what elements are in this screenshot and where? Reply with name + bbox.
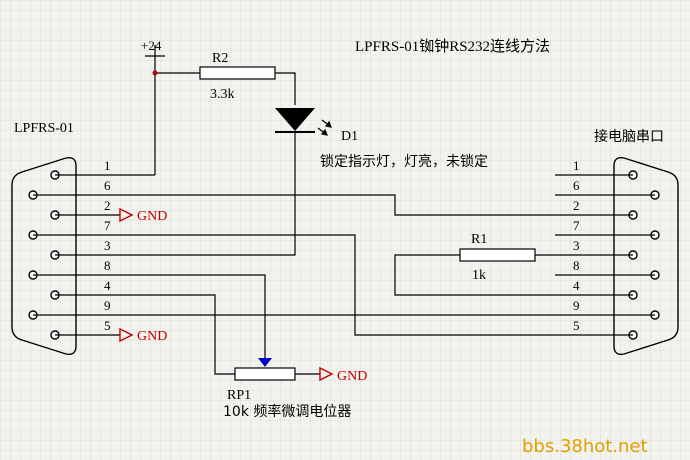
ground-symbol-pin2: GND: [119, 207, 167, 224]
right-pin-number: 9: [573, 298, 580, 313]
left-pin-number: 5: [104, 318, 111, 333]
rp1-desc: 10k 频率微调电位器: [223, 403, 351, 420]
left-pin-number: 6: [104, 178, 111, 193]
ground-symbol-rp1: GND: [319, 366, 367, 384]
d1-led: D1 锁定指示灯，灯亮，未锁定: [275, 108, 488, 170]
watermark: bbs.38hot.net: [522, 436, 648, 457]
ground-arrow-icon: [119, 327, 134, 343]
right-pin-numbers: 1 6 2 7 3 8 4 9 5: [573, 158, 580, 333]
ground-symbol-pin5: GND: [119, 327, 167, 344]
d1-note: 锁定指示灯，灯亮，未锁定: [320, 153, 488, 170]
left-connector-label: LPFRS-01: [14, 121, 74, 136]
r2-resistor: R2 3.3k: [199, 51, 276, 102]
right-pin-number: 2: [573, 198, 580, 213]
left-pin-number: 9: [104, 298, 111, 313]
left-connector-pins: [28, 170, 60, 340]
r1-name: R1: [471, 232, 487, 247]
ground-arrow-icon: [119, 207, 134, 223]
left-pin-number: 1: [104, 158, 111, 173]
left-pin-number: 4: [104, 278, 111, 293]
diagram-title: LPFRS-01铷钟RS232连线方法: [355, 38, 550, 55]
rp1-name: RP1: [227, 388, 251, 403]
left-pin-number: 7: [104, 218, 111, 233]
gnd-label: GND: [137, 209, 167, 224]
left-pin-number: 3: [104, 238, 111, 253]
pin-leads: [33, 174, 655, 336]
right-pin-number: 5: [573, 318, 580, 333]
left-db9-connector: [11, 156, 77, 356]
signal-wires: [154, 45, 555, 375]
r1-resistor: R1 1k: [459, 232, 536, 283]
left-pin-numbers: 1 6 2 7 3 8 4 9 5: [104, 158, 111, 333]
ground-arrow-icon: [319, 366, 334, 382]
left-pin-number: 8: [104, 258, 111, 273]
right-pin-number: 7: [573, 218, 580, 233]
r1-value: 1k: [472, 268, 486, 283]
right-pin-number: 6: [573, 178, 580, 193]
power-label: +24: [141, 38, 162, 53]
wiper-arrow-icon: [258, 358, 272, 367]
r2-name: R2: [212, 51, 228, 66]
right-pin-number: 1: [573, 158, 580, 173]
right-connector-label: 接电脑串口: [594, 128, 664, 145]
gnd-label: GND: [137, 329, 167, 344]
right-pin-number: 4: [573, 278, 580, 293]
right-pin-number: 3: [573, 238, 580, 253]
rp1-potentiometer: RP1 10k 频率微调电位器: [223, 358, 351, 420]
power-terminal: +24: [141, 38, 165, 76]
right-pin-number: 8: [573, 258, 580, 273]
light-emission-arrows-icon: [317, 119, 332, 136]
right-db9-connector: [613, 156, 679, 356]
d1-name: D1: [341, 129, 358, 144]
left-pin-number: 2: [104, 198, 111, 213]
r2-value: 3.3k: [210, 87, 235, 102]
gnd-label: GND: [337, 369, 367, 384]
